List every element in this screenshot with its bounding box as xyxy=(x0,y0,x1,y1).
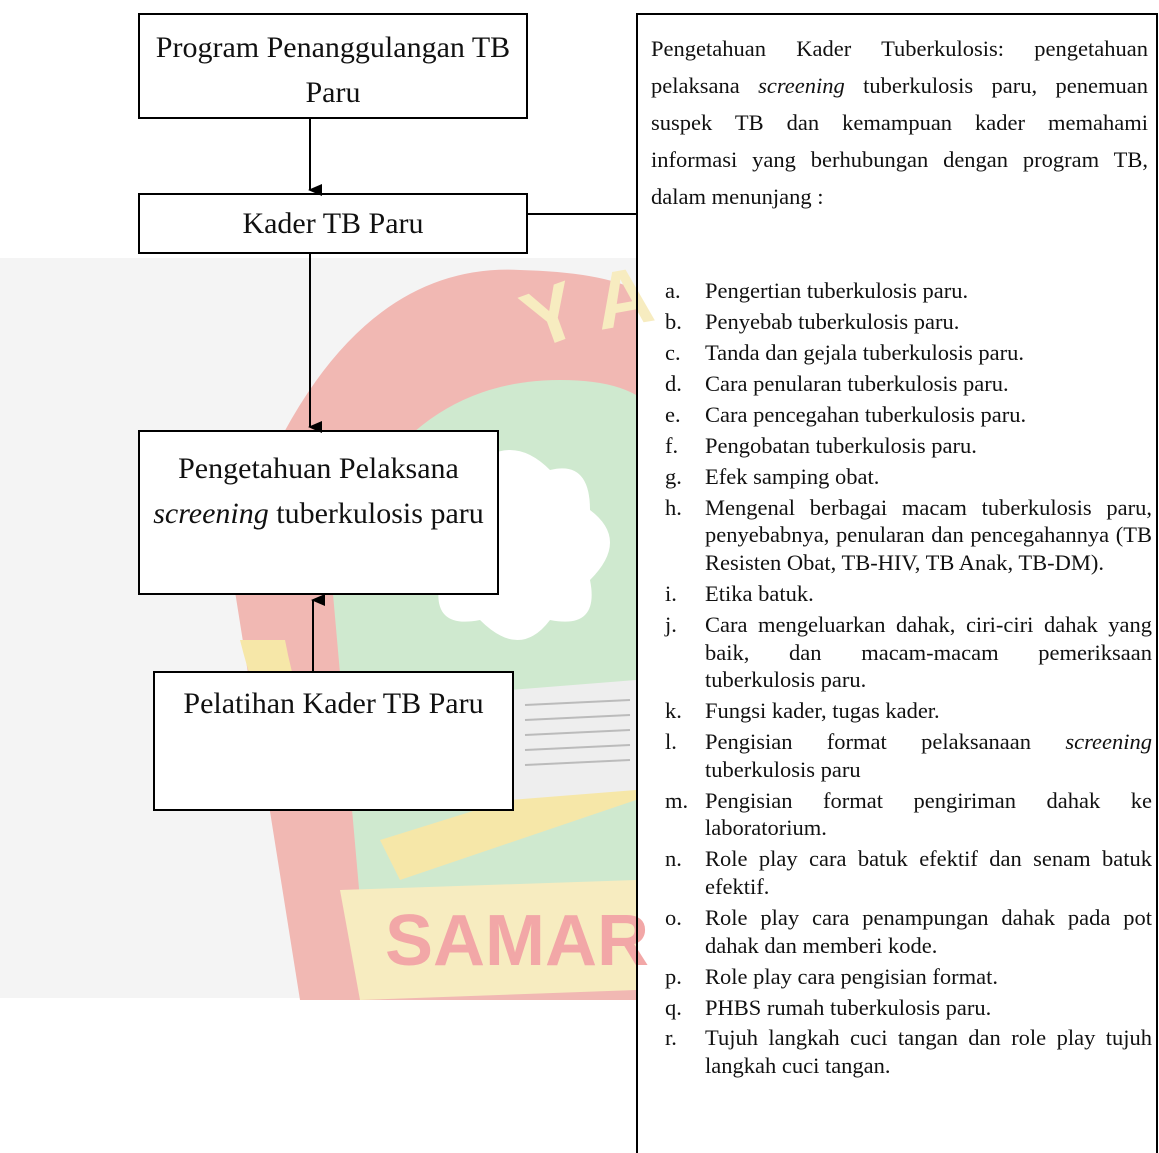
list-item-letter: f. xyxy=(665,432,679,458)
list-item-letter: d. xyxy=(665,370,682,396)
list-item-text-main: Role play cara batuk efektif dan senam b… xyxy=(705,846,1152,899)
list-item-letter: m. xyxy=(665,787,689,813)
list-item-letter: r. xyxy=(665,1025,677,1051)
box-pengetahuan-label-pre: Pengetahuan Pelaksana xyxy=(178,452,459,485)
list-item-text: Etika batuk. xyxy=(705,580,1152,608)
panel-intro-em: screening xyxy=(758,73,845,98)
list-item-text: Cara penularan tuberkulosis paru. xyxy=(705,370,1152,398)
list-item-letter: g. xyxy=(665,463,682,489)
list-item-text-main: Pengobatan tuberkulosis paru. xyxy=(705,432,977,458)
list-item-text: Pengisian format pelaksanaan screening t… xyxy=(705,728,1152,783)
box-program-penanggulangan: Program Penanggulangan TB Paru xyxy=(138,13,528,119)
list-item-text-main: Mengenal berbagai macam tuberkulosis par… xyxy=(705,494,1152,576)
list-item-text: Fungsi kader, tugas kader. xyxy=(705,697,1152,725)
list-item: k. Fungsi kader, tugas kader. xyxy=(640,697,1152,725)
panel-intro-part2: tuberkulosis paru, penemuan suspek TB da… xyxy=(651,73,1149,209)
list-item: i. Etika batuk. xyxy=(640,580,1152,608)
list-item-text: Role play cara batuk efektif dan senam b… xyxy=(705,845,1152,900)
panel-intro-part1: Pengetahuan Kader Tuberkulosis: pengetah… xyxy=(651,36,1148,98)
list-item-text: Mengenal berbagai macam tuberkulosis par… xyxy=(705,494,1152,577)
list-item-text-main: Etika batuk. xyxy=(705,581,814,607)
list-item-text: Efek samping obat. xyxy=(705,463,1152,491)
list-item-letter: k. xyxy=(665,698,682,724)
watermark-text: SAMAR xyxy=(385,901,649,981)
topic-list: a. Pengertian tuberkulosis paru. b. Penyeba… xyxy=(640,277,1152,1083)
list-item-text-main: Tanda dan gejala tuberkulosis paru. xyxy=(705,339,1024,365)
box-pengetahuan-label-em: screening xyxy=(153,497,269,530)
list-item: f. Pengobatan tuberkulosis paru. xyxy=(640,432,1152,460)
list-item: c. Tanda dan gejala tuberkulosis paru. xyxy=(640,339,1152,367)
list-item: h. Mengenal berbagai macam tuberkulosis p… xyxy=(640,494,1152,577)
box-pelatihan-kader: Pelatihan Kader TB Paru xyxy=(153,671,514,811)
list-item: r. Tujuh langkah cuci tangan dan role pla… xyxy=(640,1024,1152,1079)
list-item-text: Role play cara penampungan dahak pada po… xyxy=(705,904,1152,959)
list-item-letter: l. xyxy=(665,729,677,755)
list-item-letter: h. xyxy=(665,494,682,520)
box-kader-tb-paru: Kader TB Paru xyxy=(138,193,528,254)
list-item-letter: e. xyxy=(665,401,681,427)
list-item-letter: p. xyxy=(665,963,682,989)
list-item-letter: b. xyxy=(665,308,682,334)
list-item-text: PHBS rumah tuberkulosis paru. xyxy=(705,994,1152,1022)
list-item-text-main: Role play cara pengisian format. xyxy=(705,963,999,989)
list-item-text-main: Cara pencegahan tuberkulosis paru. xyxy=(705,401,1027,427)
list-item-letter: o. xyxy=(665,904,682,930)
list-item-text-main: Pengertian tuberkulosis paru. xyxy=(705,278,969,303)
list-item-text-main: Fungsi kader, tugas kader. xyxy=(705,698,940,724)
list-item: q. PHBS rumah tuberkulosis paru. xyxy=(640,994,1152,1022)
list-item: n. Role play cara batuk efektif dan senam… xyxy=(640,845,1152,900)
list-item-text-main: Role play cara penampungan dahak pada po… xyxy=(705,904,1152,958)
panel-intro: Pengetahuan Kader Tuberkulosis: pengetah… xyxy=(651,30,1148,215)
list-item-text-main: Penyebab tuberkulosis paru. xyxy=(705,308,960,334)
list-item-letter: n. xyxy=(665,846,682,872)
list-item-text-after: tuberkulosis paru xyxy=(705,756,861,782)
list-item: e. Cara pencegahan tuberkulosis paru. xyxy=(640,401,1152,429)
knowledge-panel xyxy=(636,13,1158,1153)
list-item: j. Cara mengeluarkan dahak, ciri-ciri dah… xyxy=(640,611,1152,694)
list-item-text-main: Efek samping obat. xyxy=(705,463,880,489)
list-item-text: Tujuh langkah cuci tangan dan role play … xyxy=(705,1024,1152,1079)
list-item-text-main: PHBS rumah tuberkulosis paru. xyxy=(705,994,992,1020)
list-item: g. Efek samping obat. xyxy=(640,463,1152,491)
list-item-letter: j. xyxy=(665,612,677,638)
box-program-label: Program Penanggulangan TB Paru xyxy=(155,31,511,109)
box-pelatihan-label: Pelatihan Kader TB Paru xyxy=(183,687,484,720)
list-item-letter: c. xyxy=(665,339,681,365)
list-item: m. Pengisian format pengiriman dahak ke l… xyxy=(640,787,1152,842)
box-kader-label: Kader TB Paru xyxy=(242,207,424,240)
list-item-text: Cara pencegahan tuberkulosis paru. xyxy=(705,401,1152,429)
list-item: p. Role play cara pengisian format. xyxy=(640,963,1152,991)
list-item-text-main: Cara mengeluarkan dahak, ciri-ciri dahak… xyxy=(705,612,1152,693)
list-item: l. Pengisian format pelaksanaan screening… xyxy=(640,728,1152,783)
list-item-letter: q. xyxy=(665,994,682,1020)
list-item-text-em: screening xyxy=(1065,729,1152,755)
box-pengetahuan-label-post: tuberkulosis paru xyxy=(276,497,484,530)
list-item-text-main: Cara penularan tuberkulosis paru. xyxy=(705,370,1009,396)
list-item-text: Pengisian format pengiriman dahak ke lab… xyxy=(705,787,1152,842)
list-item: o. Role play cara penampungan dahak pada … xyxy=(640,904,1152,959)
list-item: b. Penyebab tuberkulosis paru. xyxy=(640,308,1152,336)
list-item-text: Pengobatan tuberkulosis paru. xyxy=(705,432,1152,460)
list-item: a. Pengertian tuberkulosis paru. xyxy=(640,277,1152,305)
list-item: d. Cara penularan tuberkulosis paru. xyxy=(640,370,1152,398)
list-item-letter: i. xyxy=(665,581,677,607)
list-item-text: Pengertian tuberkulosis paru. xyxy=(705,277,1152,305)
box-pengetahuan-pelaksana: Pengetahuan Pelaksana screening tuberkul… xyxy=(138,430,499,595)
list-item-text: Tanda dan gejala tuberkulosis paru. xyxy=(705,339,1152,367)
list-item-text-main: Pengisian format pengiriman dahak ke lab… xyxy=(705,787,1152,841)
list-item-text: Cara mengeluarkan dahak, ciri-ciri dahak… xyxy=(705,611,1152,694)
list-item-text: Penyebab tuberkulosis paru. xyxy=(705,308,1152,336)
list-item-text: Role play cara pengisian format. xyxy=(705,963,1152,991)
list-item-text-main: Pengisian format pelaksanaan xyxy=(705,729,1032,755)
list-item-text-main: Tujuh langkah cuci tangan dan role play … xyxy=(705,1025,1152,1079)
list-item-letter: a. xyxy=(665,278,681,303)
